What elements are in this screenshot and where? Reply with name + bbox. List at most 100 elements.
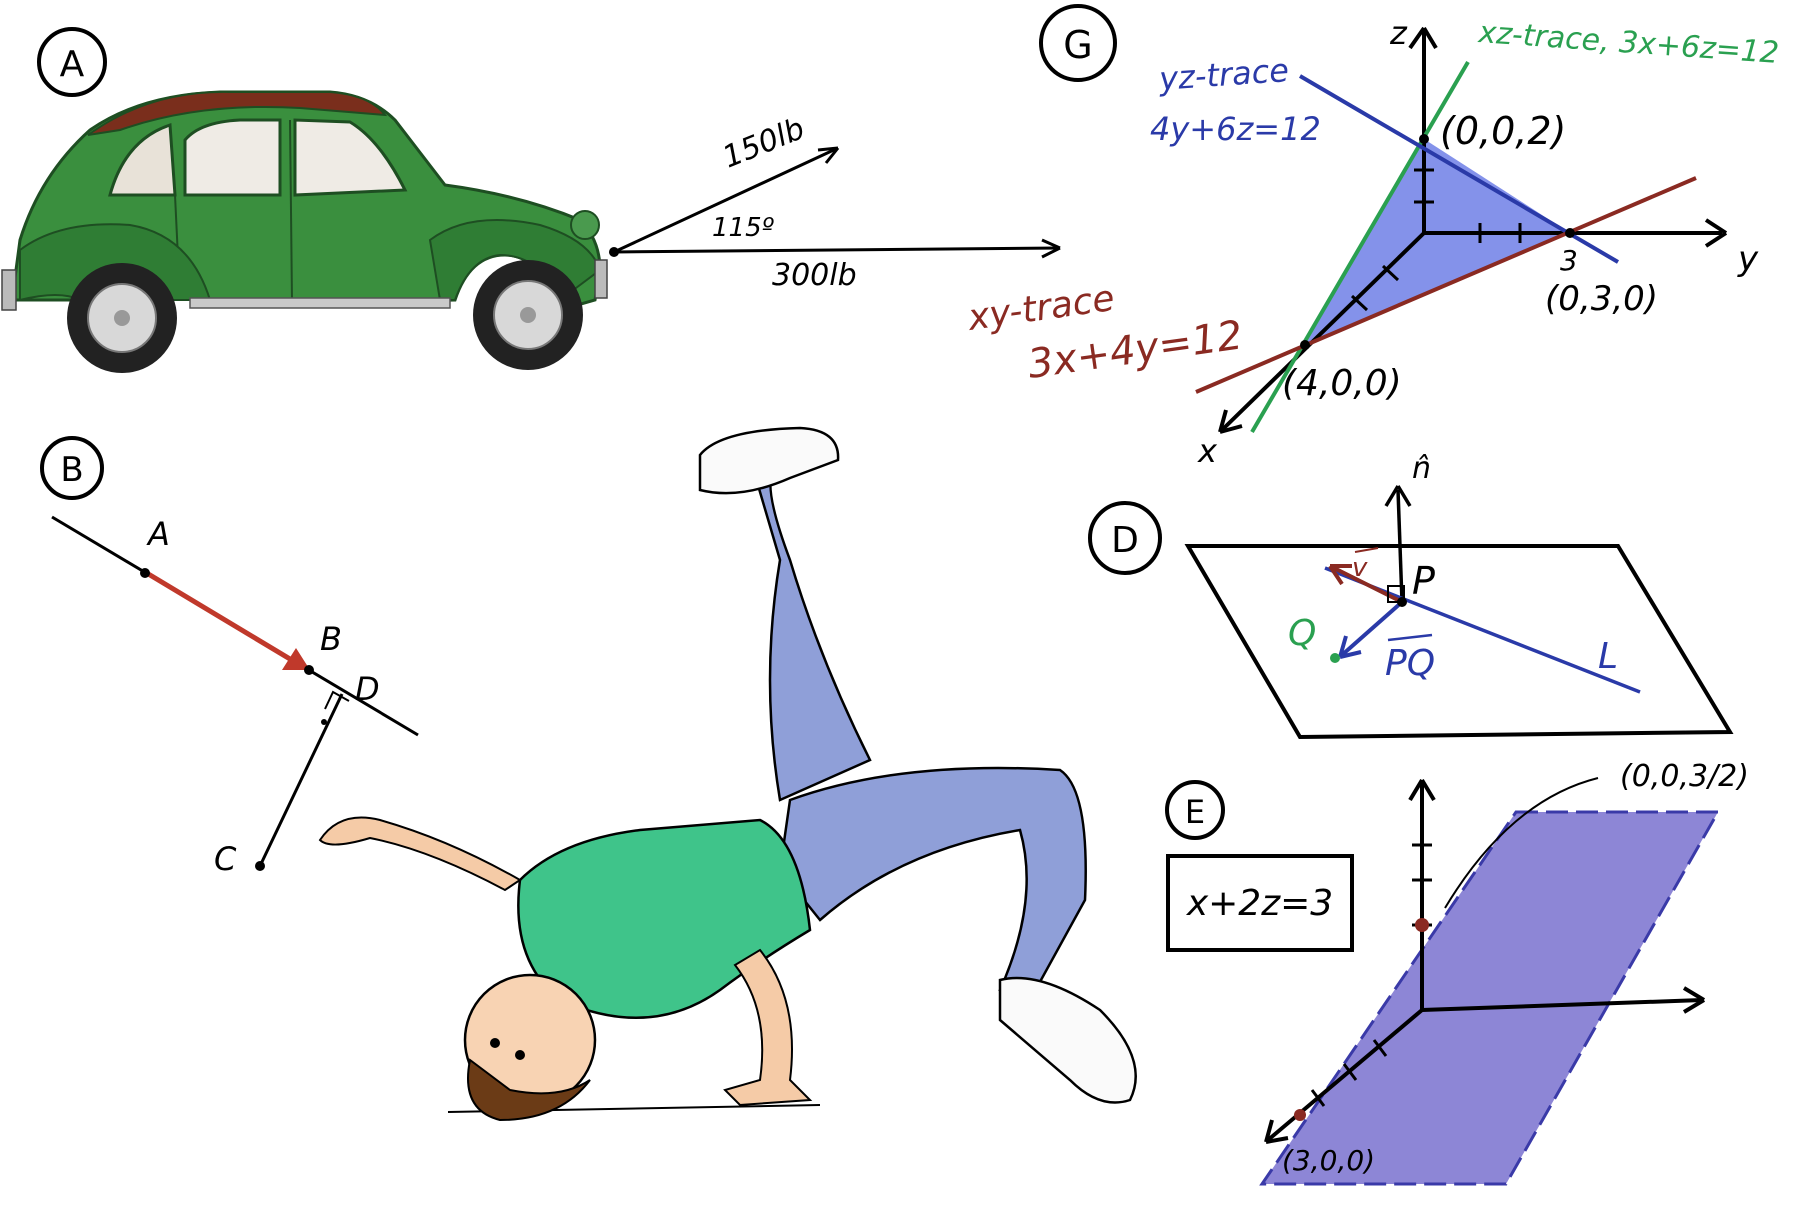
z-axis-arrowhead: [1408, 26, 1438, 50]
vector-pq-arrowhead: [1338, 635, 1362, 659]
panel-b-badge: [40, 436, 104, 500]
angle-label: 115º: [712, 213, 775, 243]
point-b-dot: [304, 665, 314, 675]
l-label: L: [1598, 636, 1618, 677]
panel-d-badge: [1088, 501, 1162, 575]
pq-label: PQ: [1385, 643, 1435, 684]
point-x-dot: [1300, 340, 1310, 350]
breakdancer-illustration: [318, 426, 1137, 1122]
car-front-bumper: [594, 259, 608, 299]
v-label-arrow: [1354, 547, 1379, 553]
xy-trace-title: xy-trace: [965, 278, 1117, 339]
e-y-axis: [1421, 998, 1703, 1012]
point-y-dot: [1565, 228, 1575, 238]
car-front-window: [293, 118, 408, 197]
car-roof: [87, 90, 388, 136]
panel-d: D n̂ v P Q PQ L: [1088, 451, 1734, 740]
yz-trace-line: [1298, 74, 1620, 264]
panel-e-label: E: [1185, 793, 1205, 831]
point-d-label: D: [355, 670, 380, 708]
axis-x-label: x: [1197, 432, 1218, 470]
car-rear-bumper: [1, 269, 17, 311]
normal-vector: [1396, 489, 1404, 603]
axis-y-label: y: [1737, 239, 1759, 279]
panel-e-badge: [1165, 780, 1225, 840]
vector-pq: [1340, 600, 1404, 657]
hair: [467, 1058, 591, 1122]
xy-trace-line: [1195, 176, 1697, 394]
xz-trace-line: [1250, 60, 1470, 434]
axis-ticks: [1350, 168, 1522, 312]
force-150-arrow: [613, 146, 839, 254]
equation-box: [1166, 854, 1354, 952]
arm-support: [723, 948, 813, 1107]
vector-v-arrowhead: [1328, 564, 1352, 586]
panel-d-label: D: [1111, 520, 1139, 561]
tick-3-label: 3: [1560, 244, 1578, 277]
e-z-axis-arrowhead: [1408, 778, 1436, 802]
point-b-label: B: [320, 620, 342, 658]
axis-z-label: z: [1389, 14, 1408, 52]
leader-line: [1444, 777, 1599, 909]
car-rear-window: [108, 122, 177, 197]
point-p-dot: [1397, 597, 1407, 607]
right-angle-marker-d: [1387, 585, 1405, 603]
x-axis: [1220, 231, 1426, 432]
point-a-dot: [140, 568, 150, 578]
eye-left: [490, 1038, 500, 1048]
force-300-arrowhead: [1041, 238, 1061, 259]
point-bottom-dot: [1294, 1109, 1306, 1121]
car-headlight: [570, 210, 600, 240]
point-q-dot: [1330, 653, 1340, 663]
point-y-label: (0,3,0): [1545, 279, 1658, 319]
car-front-wheel: [473, 260, 583, 370]
yz-trace-title: yz-trace: [1157, 51, 1290, 98]
n-hat-label: n̂: [1412, 451, 1431, 486]
xz-trace-label: xz-trace, 3x+6z=12: [1476, 15, 1780, 71]
point-bottom-label: (3,0,0): [1282, 1144, 1375, 1177]
car-running-board: [189, 297, 451, 309]
panel-g-badge: [1039, 4, 1117, 82]
pants-raised-leg: [753, 466, 872, 802]
shoe-grounded: [998, 976, 1137, 1104]
equation-label: x+2z=3: [1186, 883, 1333, 924]
point-d-dot: [321, 719, 327, 725]
vector-ab-arrowhead: [282, 648, 310, 670]
eye-right: [515, 1050, 525, 1060]
point-x-label: (4,0,0): [1282, 363, 1402, 404]
car-middle-window: [183, 118, 282, 197]
x-axis-arrowhead: [1218, 409, 1243, 434]
point-z-label: (0,0,2): [1440, 109, 1566, 153]
car-door-line-2: [289, 119, 293, 303]
force-150-arrowhead: [817, 146, 840, 164]
e-x-axis-arrowhead: [1264, 1119, 1289, 1144]
vector-ab: [143, 569, 302, 668]
normal-arrowhead: [1384, 485, 1412, 507]
panel-g: G z y x xz-trace, 3x+6z=12 yz-tr: [965, 4, 1780, 470]
shoe-raised: [698, 426, 840, 495]
yz-trace-equation: 4y+6z=12: [1150, 110, 1321, 148]
plane-xz: [1259, 810, 1721, 1186]
point-a-label: A: [146, 515, 170, 553]
point-z-dot: [1419, 134, 1429, 144]
right-angle-marker: [324, 690, 350, 710]
q-label: Q: [1288, 613, 1316, 654]
plane-triangle: [1305, 139, 1570, 345]
car-illustration: [1, 90, 608, 373]
panel-a-label: A: [60, 44, 85, 85]
panel-b: B A B D C: [40, 436, 419, 878]
panel-b-label: B: [60, 450, 83, 490]
panel-e: E x+2z=3 (0,0,3/2) (3,0,0): [1165, 759, 1749, 1186]
p-label: P: [1412, 559, 1435, 603]
plane-parallelogram: [1184, 544, 1734, 740]
force-300-arrow: [613, 246, 1061, 254]
point-c-label: C: [214, 840, 237, 878]
vector-v: [1331, 565, 1403, 604]
perpendicular-cd: [258, 693, 344, 867]
arm-raised: [318, 816, 522, 892]
force-300-label: 300lb: [772, 258, 857, 293]
pants-bent-leg: [778, 766, 1087, 1002]
pq-label-arrow: [1387, 633, 1433, 642]
